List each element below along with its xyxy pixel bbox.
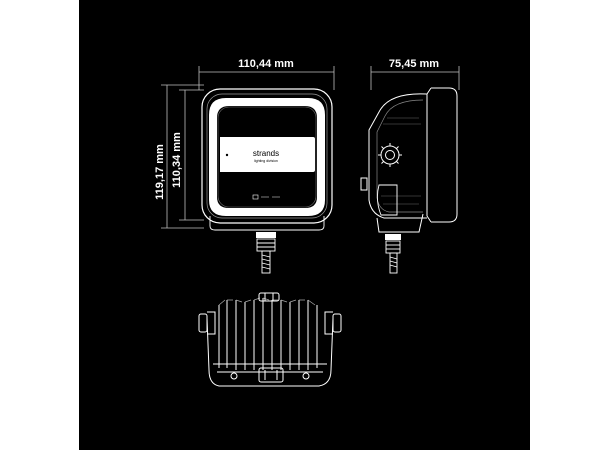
drawing-canvas: 110,44 mm 75,45 mm 119,17 mm 110,34 mm s… xyxy=(79,0,530,450)
brand-logo-text: strands xyxy=(253,149,279,158)
technical-drawing: 110,44 mm 75,45 mm 119,17 mm 110,34 mm s… xyxy=(154,58,460,387)
side-view xyxy=(360,87,458,233)
side-depth-label: 75,45 mm xyxy=(389,58,439,70)
lens-height-label: 110,34 mm xyxy=(171,132,183,188)
side-mount-stud xyxy=(385,234,401,274)
total-height-label: 119,17 mm xyxy=(154,144,166,200)
front-mount-stud xyxy=(256,232,276,274)
bottom-view xyxy=(198,292,342,387)
dimension-lines xyxy=(161,66,460,229)
brand-sub-text: lighting division xyxy=(254,159,278,163)
front-view xyxy=(201,88,333,231)
front-width-label: 110,44 mm xyxy=(238,58,294,70)
